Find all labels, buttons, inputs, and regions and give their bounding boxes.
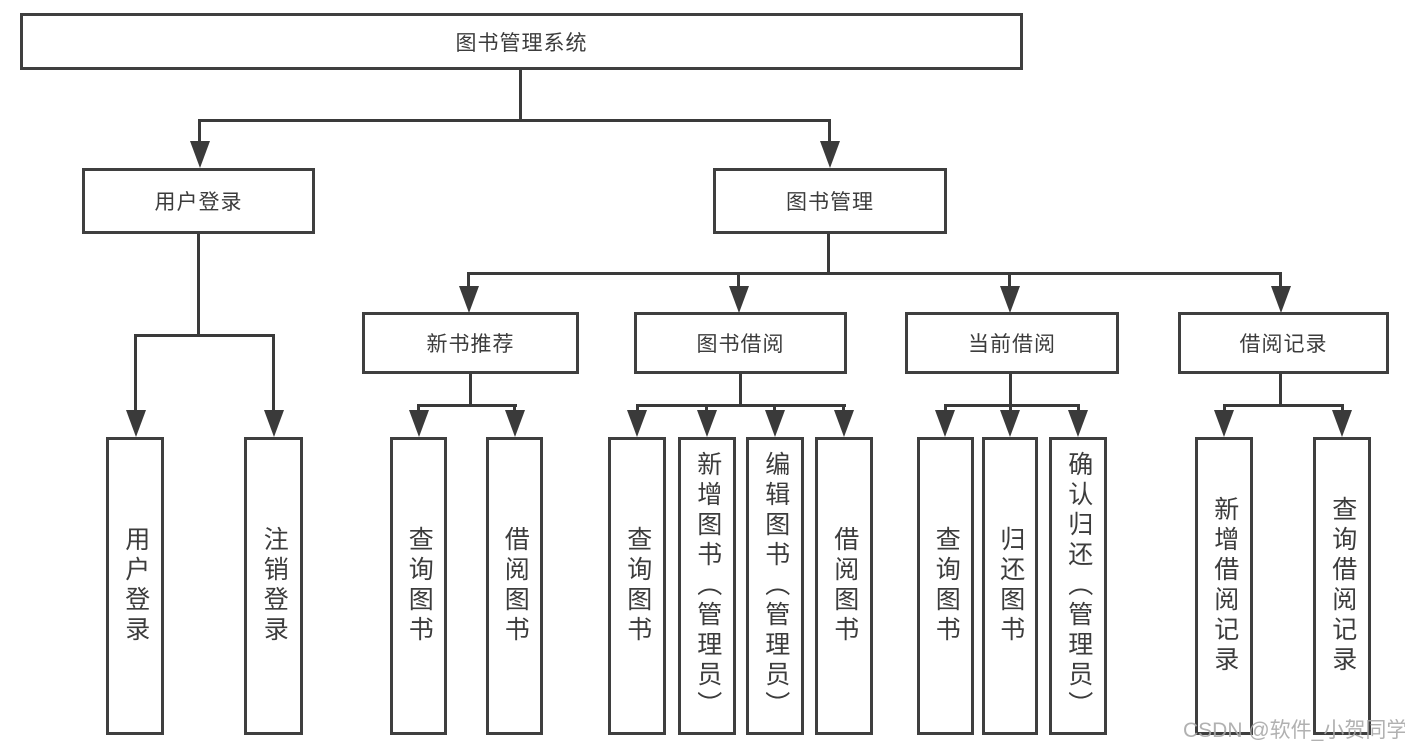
connector-s2-bar <box>944 404 1080 407</box>
leaf-confirm-return-admin-label: 确认归还（管理员） <box>1064 451 1093 721</box>
connector-s0-stem <box>469 374 472 406</box>
leaf-add-books-admin: 新增图书（管理员） <box>678 437 736 735</box>
connector-s2-drop-3 <box>1077 404 1080 413</box>
connector-s1-drop-2 <box>705 404 708 413</box>
leaf-add-books-admin-label: 新增图书（管理员） <box>693 451 722 721</box>
connector-root-bar <box>198 119 831 122</box>
leaf-logout: 注销登录 <box>244 437 303 735</box>
node-root: 图书管理系统 <box>20 13 1023 70</box>
connector-s2-stem <box>1009 374 1012 406</box>
arrowhead-down-icon <box>1271 286 1291 313</box>
arrowhead-down-icon <box>1332 410 1352 437</box>
connector-book-drop-4 <box>1279 272 1282 288</box>
connector-root-stem <box>519 70 522 121</box>
connector-book-drop-3 <box>1008 272 1011 288</box>
leaf-confirm-return-admin: 确认归还（管理员） <box>1049 437 1107 735</box>
leaf-return-books: 归还图书 <box>982 437 1038 735</box>
leaf-user-login-label: 用户登录 <box>121 526 150 646</box>
arrowhead-down-icon <box>190 141 210 168</box>
leaf-query-books-2-label: 查询图书 <box>623 526 652 646</box>
leaf-query-books-3: 查询图书 <box>917 437 974 735</box>
connector-s3-drop-1 <box>1223 404 1226 413</box>
connector-s3-stem <box>1279 374 1282 406</box>
node-book-borrowing: 图书借阅 <box>634 312 847 374</box>
arrowhead-down-icon <box>834 410 854 437</box>
arrowhead-down-icon <box>729 286 749 313</box>
arrowhead-down-icon <box>765 410 785 437</box>
arrowhead-down-icon <box>1000 410 1020 437</box>
connector-book-stem <box>827 234 830 273</box>
node-current-borrowing: 当前借阅 <box>905 312 1119 374</box>
arrowhead-down-icon <box>697 410 717 437</box>
arrowhead-down-icon <box>264 410 284 437</box>
leaf-query-books-2: 查询图书 <box>608 437 666 735</box>
leaf-add-borrow-record-label: 新增借阅记录 <box>1210 496 1239 676</box>
node-borrowing-records: 借阅记录 <box>1178 312 1389 374</box>
arrowhead-down-icon <box>409 410 429 437</box>
node-new-book-recommend: 新书推荐 <box>362 312 579 374</box>
node-root-label: 图书管理系统 <box>455 31 588 55</box>
leaf-user-login: 用户登录 <box>106 437 164 735</box>
connector-s2-drop-2 <box>1009 404 1012 413</box>
leaf-borrow-books-2-label: 借阅图书 <box>830 526 859 646</box>
node-new-book-recommend-label: 新书推荐 <box>426 333 515 356</box>
leaf-edit-books-admin: 编辑图书（管理员） <box>746 437 804 735</box>
connector-s1-stem <box>739 374 742 406</box>
leaf-edit-books-admin-label: 编辑图书（管理员） <box>761 451 790 721</box>
connector-s1-drop-3 <box>773 404 776 413</box>
node-user-login-label: 用户登录 <box>154 191 243 214</box>
leaf-return-books-label: 归还图书 <box>996 526 1025 646</box>
connector-root-drop-left <box>198 119 201 143</box>
arrowhead-down-icon <box>627 410 647 437</box>
connector-s0-bar <box>417 404 517 407</box>
connector-user-drop-right <box>272 334 275 412</box>
arrowhead-down-icon <box>935 410 955 437</box>
connector-user-bar <box>134 334 275 337</box>
node-book-management: 图书管理 <box>713 168 947 234</box>
leaf-query-borrow-record-label: 查询借阅记录 <box>1328 496 1357 676</box>
leaf-query-books-3-label: 查询图书 <box>932 526 961 646</box>
connector-s1-bar <box>636 404 846 407</box>
connector-s1-drop-4 <box>842 404 845 413</box>
arrowhead-down-icon <box>459 286 479 313</box>
arrowhead-down-icon <box>1068 410 1088 437</box>
connector-user-stem <box>197 234 200 336</box>
node-user-login: 用户登录 <box>82 168 315 234</box>
node-book-management-label: 图书管理 <box>786 191 874 214</box>
leaf-borrow-books-1: 借阅图书 <box>486 437 543 735</box>
connector-book-drop-1 <box>467 272 470 288</box>
connector-s3-bar <box>1223 404 1344 407</box>
connector-root-drop-right <box>828 119 831 143</box>
connector-s1-drop-1 <box>636 404 639 413</box>
node-current-borrowing-label: 当前借阅 <box>968 333 1056 356</box>
csdn-watermark: CSDN @软件_小贺同学 <box>1183 719 1405 742</box>
arrowhead-down-icon <box>820 141 840 168</box>
arrowhead-down-icon <box>1214 410 1234 437</box>
connector-s3-drop-2 <box>1341 404 1344 413</box>
leaf-query-books-1: 查询图书 <box>390 437 447 735</box>
leaf-borrow-books-2: 借阅图书 <box>815 437 873 735</box>
node-borrowing-records-label: 借阅记录 <box>1239 333 1328 356</box>
connector-user-drop-left <box>134 334 137 412</box>
leaf-query-books-1-label: 查询图书 <box>405 526 434 646</box>
connector-s0-drop-1 <box>417 404 420 413</box>
connector-book-drop-2 <box>737 272 740 288</box>
connector-book-bar <box>467 272 1282 275</box>
leaf-borrow-books-1-label: 借阅图书 <box>501 526 530 646</box>
arrowhead-down-icon <box>126 410 146 437</box>
arrowhead-down-icon <box>505 410 525 437</box>
arrowhead-down-icon <box>1000 286 1020 313</box>
leaf-add-borrow-record: 新增借阅记录 <box>1195 437 1253 735</box>
leaf-query-borrow-record: 查询借阅记录 <box>1313 437 1371 735</box>
leaf-logout-label: 注销登录 <box>260 526 289 646</box>
connector-s0-drop-2 <box>513 404 516 413</box>
connector-s2-drop-1 <box>944 404 947 413</box>
node-book-borrowing-label: 图书借阅 <box>696 333 785 356</box>
